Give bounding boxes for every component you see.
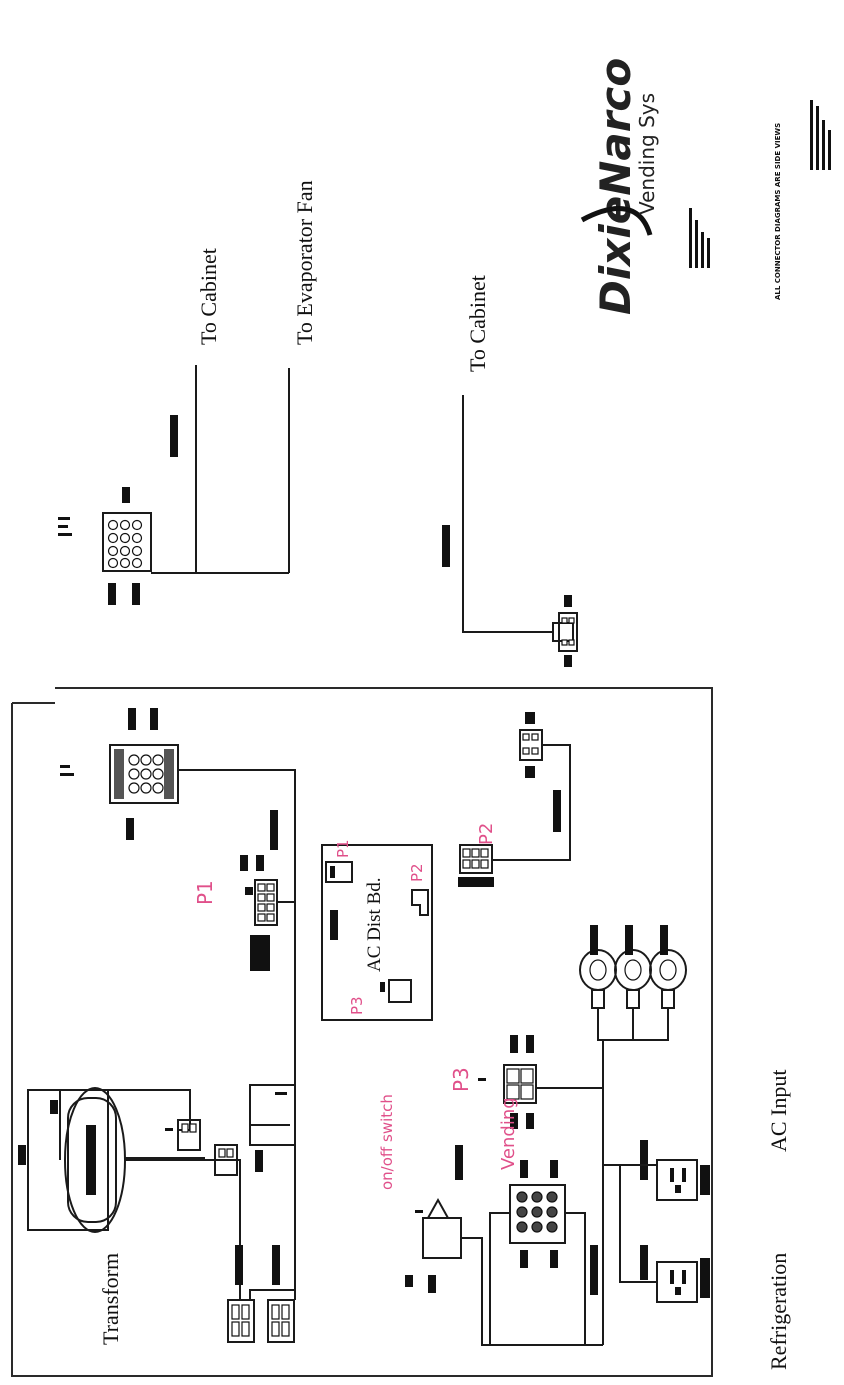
label-ac-dist-bd: AC Dist Bd. bbox=[364, 878, 385, 973]
transformer-connectors bbox=[165, 1084, 296, 1176]
cabinet-connector-small bbox=[552, 595, 578, 667]
handwritten-p3-board: P3 bbox=[348, 996, 366, 1015]
frame-connector-top bbox=[60, 708, 179, 840]
label-to-cabinet-mid: To Cabinet bbox=[465, 275, 490, 372]
ac-input-outlet bbox=[640, 1140, 710, 1201]
handwritten-p3: P3 bbox=[449, 1067, 473, 1092]
ac-dist-board bbox=[321, 844, 433, 1021]
title-block: DixieNarco Vending Sys ALL CONNECTOR DIA… bbox=[580, 58, 831, 315]
wire-to-cabinet-mid bbox=[462, 395, 553, 633]
handwritten-on-off-switch: on/off switch bbox=[378, 1094, 396, 1190]
on-off-switch bbox=[405, 1145, 463, 1293]
label-to-cabinet-top: To Cabinet bbox=[196, 248, 221, 345]
svg-text:Vending Sys: Vending Sys bbox=[635, 93, 659, 215]
handwritten-p1: P1 bbox=[193, 880, 217, 905]
handwritten-p2-board: P2 bbox=[408, 863, 426, 882]
bottom-connectors bbox=[227, 1245, 295, 1343]
label-ac-input: AC Input bbox=[766, 1070, 791, 1153]
frame-connector-right bbox=[519, 712, 543, 778]
control-box-frame bbox=[11, 687, 713, 1377]
handwritten-p1-board: P1 bbox=[334, 839, 352, 858]
title-note: ALL CONNECTOR DIAGRAMS ARE SIDE VIEWS bbox=[774, 123, 782, 300]
handwritten-p2: P2 bbox=[476, 823, 497, 845]
refrigeration-outlet bbox=[640, 1245, 710, 1303]
handwritten-vending: Vending bbox=[498, 1097, 519, 1170]
svg-text:DixieNarco: DixieNarco bbox=[591, 58, 640, 315]
label-refrigeration: Refrigeration bbox=[766, 1253, 791, 1370]
dixie-narco-logo: DixieNarco Vending Sys bbox=[580, 58, 659, 315]
label-to-evaporator-fan: To Evaporator Fan bbox=[292, 180, 317, 345]
p3-connector bbox=[478, 1035, 537, 1129]
transformer bbox=[18, 1087, 126, 1233]
indicator-lamps bbox=[579, 925, 687, 1009]
p1-connector bbox=[240, 855, 278, 971]
p2-connector bbox=[458, 844, 494, 887]
evaporator-connector bbox=[58, 487, 152, 605]
vending-connector bbox=[509, 1160, 566, 1268]
label-transformer: Transform bbox=[98, 1253, 123, 1345]
wire-to-cabinet-top bbox=[151, 365, 289, 574]
